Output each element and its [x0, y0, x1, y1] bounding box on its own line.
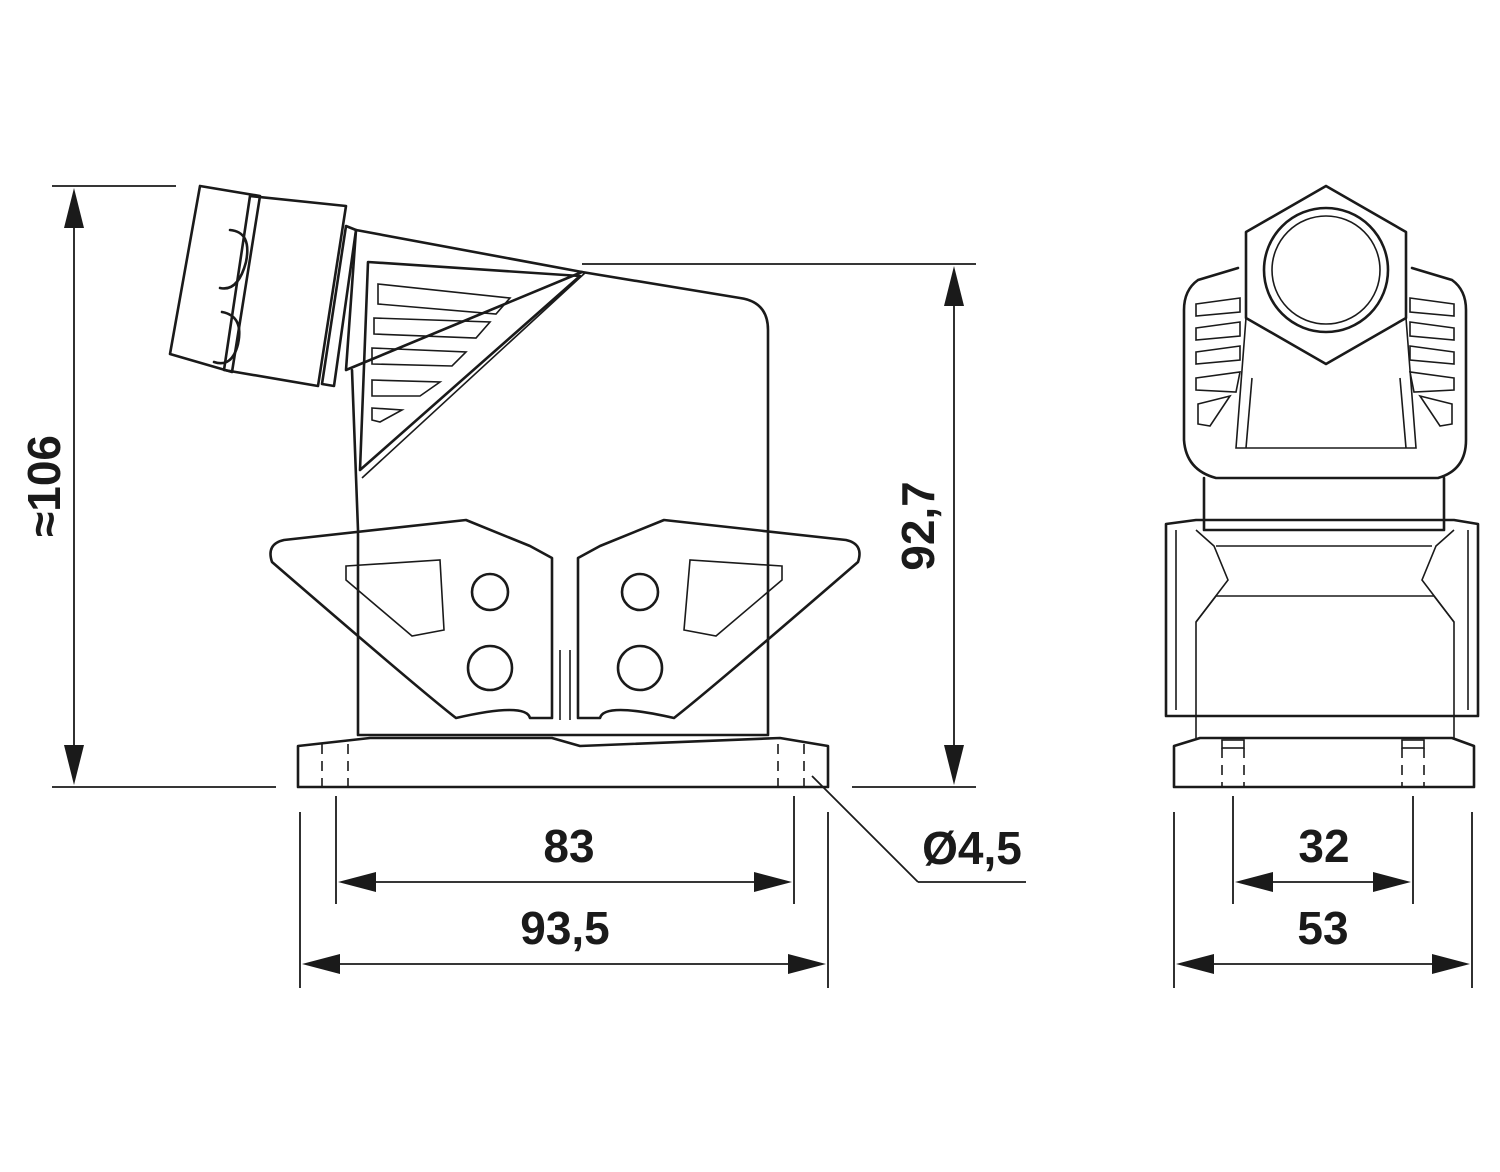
side-view [1164, 184, 1480, 789]
dim-housing-height: 92,7 [582, 263, 976, 788]
label-side-width: 53 [1297, 902, 1348, 954]
dim-hole-spacing: 83 [335, 796, 795, 904]
dim-side-hole-spacing: 32 [1232, 796, 1414, 904]
side-housing [1164, 518, 1480, 718]
label-side-hole-spacing: 32 [1298, 820, 1349, 872]
gland-hex-nut [1244, 184, 1408, 366]
locking-lever-right [576, 518, 861, 720]
cable-gland [168, 184, 584, 388]
dim-side-width: 53 [1173, 812, 1473, 988]
dim-hole-diameter: Ø4,5 [811, 775, 1026, 883]
locking-lever-left [269, 518, 554, 720]
label-hole-diameter: Ø4,5 [922, 822, 1022, 874]
dim-overall-height: ≈106 [18, 185, 276, 788]
gland-opening [1262, 206, 1390, 334]
side-base [1172, 736, 1476, 789]
label-hole-spacing: 83 [543, 820, 594, 872]
front-view [168, 184, 861, 789]
label-housing-height: 92,7 [892, 481, 944, 571]
base-flange [296, 736, 830, 789]
dim-flange-width: 93,5 [299, 812, 829, 988]
label-flange-width: 93,5 [520, 902, 610, 954]
side-ribs-left [1195, 297, 1242, 427]
grip-ribs [358, 260, 587, 479]
label-overall-height: ≈106 [18, 435, 70, 537]
side-ribs-right [1408, 297, 1455, 427]
housing-body [350, 270, 770, 737]
